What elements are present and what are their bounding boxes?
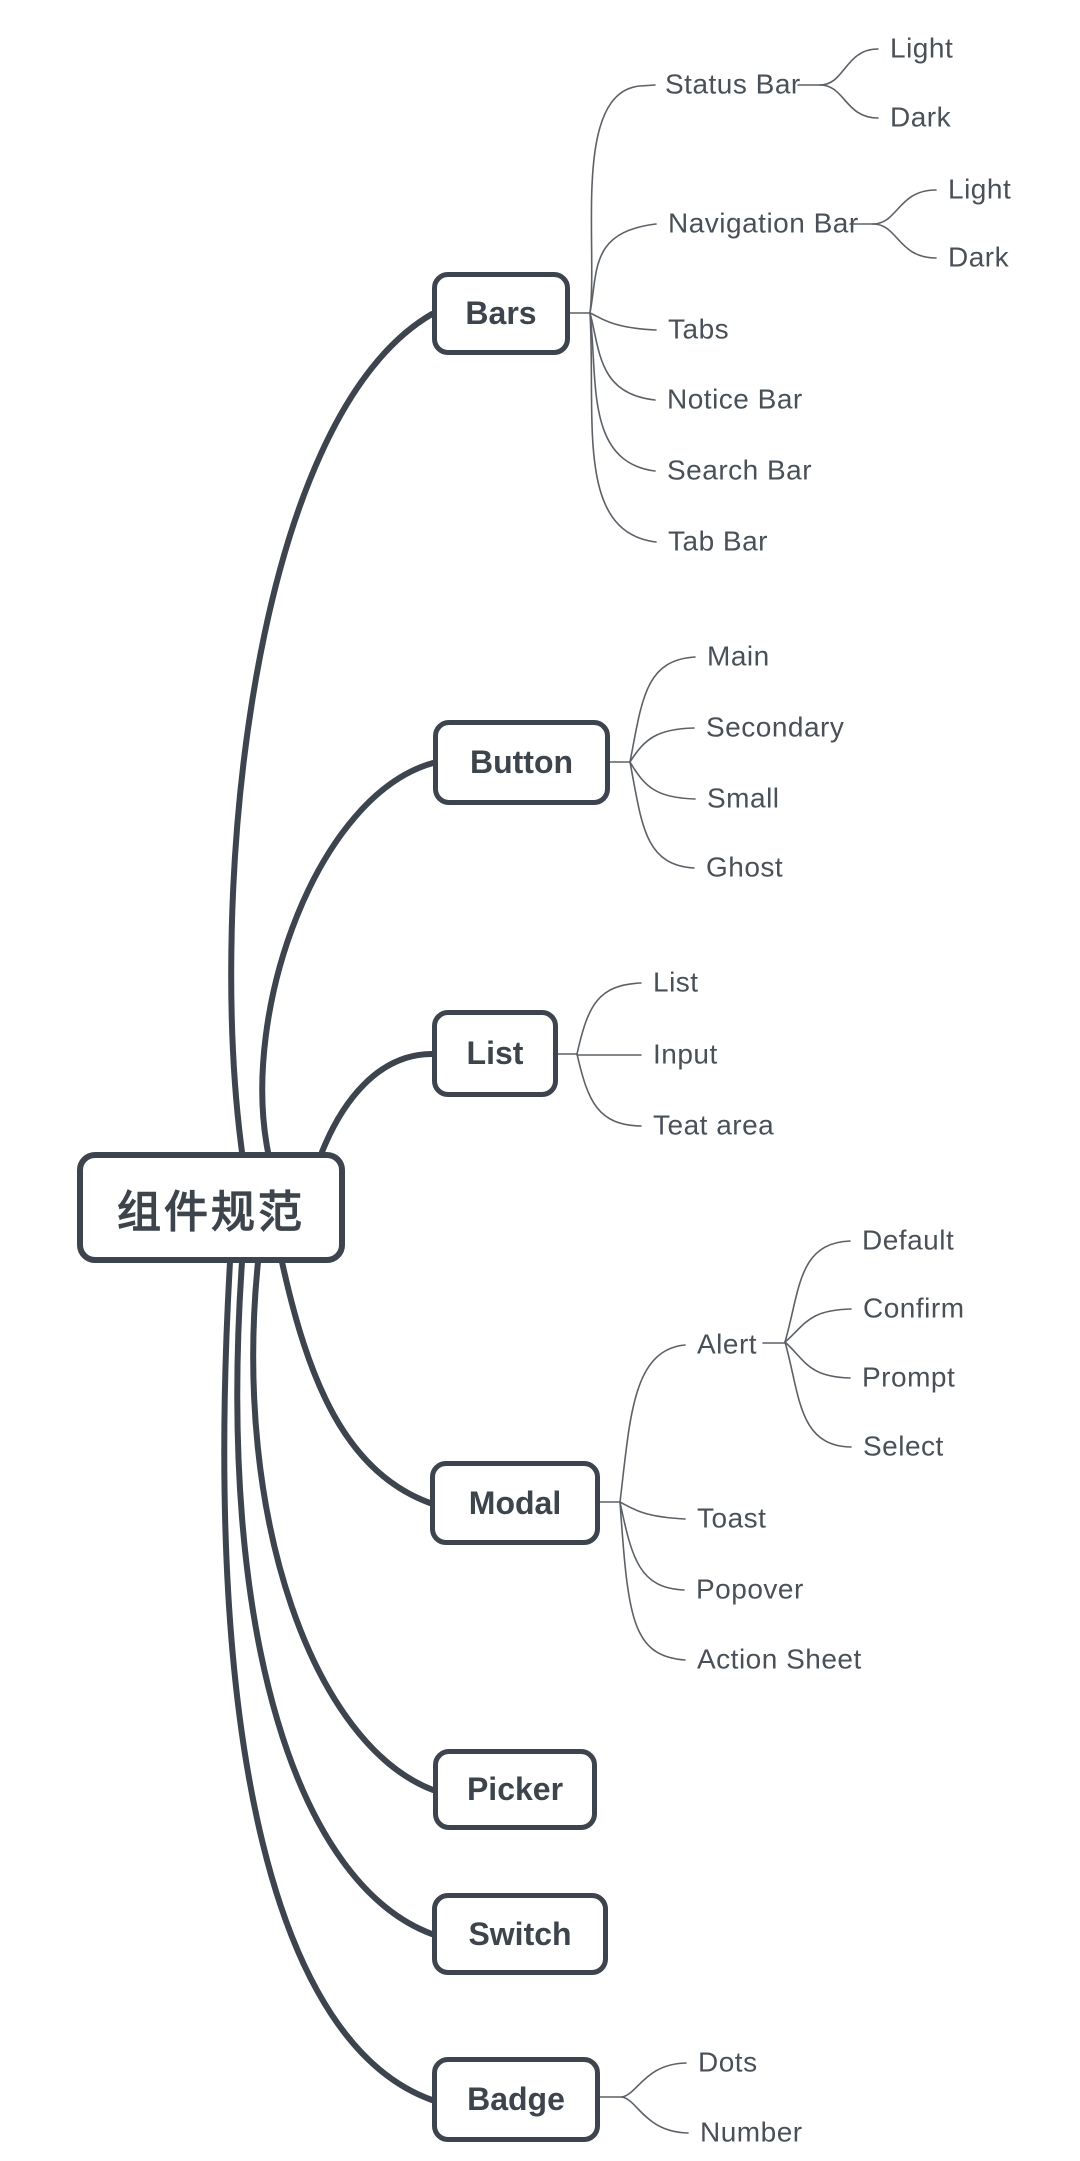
edge-root-bars — [228, 311, 435, 1155]
node-modal[interactable]: Modal — [430, 1461, 600, 1545]
edge-bars-notice-bar — [589, 312, 656, 401]
node-root[interactable]: 组件规范 — [77, 1152, 345, 1263]
edge-nav-dark — [872, 223, 937, 259]
edge-nav-light — [872, 189, 937, 225]
edge-badge-number — [621, 2096, 689, 2134]
edge-root-list — [319, 1051, 435, 1155]
node-switch[interactable]: Switch — [432, 1893, 608, 1975]
edge-bars-tab-bar — [589, 312, 657, 543]
edge-root-switch — [234, 1259, 435, 1937]
leaf-tabs[interactable]: Tabs — [668, 313, 730, 345]
node-button[interactable]: Button — [433, 720, 610, 805]
leaf-small[interactable]: Small — [707, 782, 780, 814]
leaf-popover[interactable]: Popover — [696, 1573, 804, 1605]
leaf-alert[interactable]: Alert — [697, 1328, 758, 1360]
node-list[interactable]: List — [432, 1010, 558, 1097]
edge-alert-default — [784, 1240, 851, 1343]
edge-alert-prompt — [784, 1341, 851, 1379]
edge-modal-alert — [619, 1344, 686, 1503]
leaf-main[interactable]: Main — [707, 640, 770, 672]
leaf-navigation-bar[interactable]: Navigation Bar — [668, 207, 859, 239]
leaf-nav-dark[interactable]: Dark — [948, 241, 1010, 273]
leaf-prompt[interactable]: Prompt — [862, 1361, 956, 1393]
leaf-dots[interactable]: Dots — [698, 2046, 758, 2078]
edge-bars-search-bar — [589, 312, 656, 472]
node-root-label: 组件规范 — [117, 1187, 305, 1237]
node-list-label: List — [466, 1035, 524, 1071]
leaf-search-bar[interactable]: Search Bar — [667, 454, 813, 486]
leaf-status-bar[interactable]: Status Bar — [665, 68, 801, 100]
edge-status-light — [819, 48, 879, 86]
leaf-status-dark[interactable]: Dark — [890, 101, 952, 133]
edge-modal-toast — [619, 1501, 686, 1520]
leaf-list[interactable]: List — [653, 966, 699, 998]
node-picker[interactable]: Picker — [433, 1749, 597, 1830]
leaf-default[interactable]: Default — [862, 1224, 955, 1256]
edge-bars-tabs — [589, 312, 657, 331]
node-badge[interactable]: Badge — [432, 2057, 600, 2142]
node-badge-label: Badge — [467, 2081, 565, 2117]
node-bars[interactable]: Bars — [432, 272, 570, 355]
edge-bars-nav-bar — [589, 223, 657, 314]
edge-button-secondary — [629, 727, 695, 763]
node-switch-label: Switch — [468, 1915, 572, 1952]
leaf-action-sheet[interactable]: Action Sheet — [697, 1643, 862, 1675]
edge-button-small — [629, 761, 696, 800]
edge-root-badge — [221, 1259, 435, 2103]
edge-list-teat — [576, 1053, 642, 1127]
edge-modal-action — [619, 1501, 686, 1661]
leaf-status-light[interactable]: Light — [890, 32, 954, 64]
edge-badge-dots — [621, 2062, 687, 2098]
node-modal-label: Modal — [468, 1484, 562, 1521]
edge-bars-status-bar — [589, 84, 656, 314]
node-button-label: Button — [469, 744, 574, 780]
leaf-teat-area[interactable]: Teat area — [653, 1109, 775, 1141]
edge-list-list — [576, 982, 642, 1055]
leaf-confirm[interactable]: Confirm — [863, 1292, 965, 1324]
node-picker-label: Picker — [466, 1771, 564, 1807]
leaf-secondary[interactable]: Secondary — [706, 711, 845, 743]
leaf-number[interactable]: Number — [700, 2116, 803, 2148]
edge-root-modal — [279, 1259, 433, 1506]
leaf-nav-light[interactable]: Light — [948, 173, 1012, 205]
leaf-input[interactable]: Input — [653, 1038, 718, 1070]
leaf-notice-bar[interactable]: Notice Bar — [667, 383, 803, 415]
edge-alert-confirm — [784, 1308, 852, 1343]
edge-button-ghost — [629, 761, 695, 869]
leaf-select[interactable]: Select — [863, 1430, 944, 1462]
edge-modal-popover — [619, 1501, 685, 1591]
edge-alert-select — [784, 1341, 852, 1448]
leaf-toast[interactable]: Toast — [697, 1502, 767, 1534]
node-bars-label: Bars — [465, 295, 537, 331]
edge-status-dark — [819, 84, 879, 119]
edge-root-picker — [250, 1259, 436, 1793]
edge-button-main — [629, 656, 696, 763]
leaf-tab-bar[interactable]: Tab Bar — [668, 525, 768, 557]
edge-root-button — [259, 760, 436, 1155]
leaf-ghost[interactable]: Ghost — [706, 851, 784, 883]
